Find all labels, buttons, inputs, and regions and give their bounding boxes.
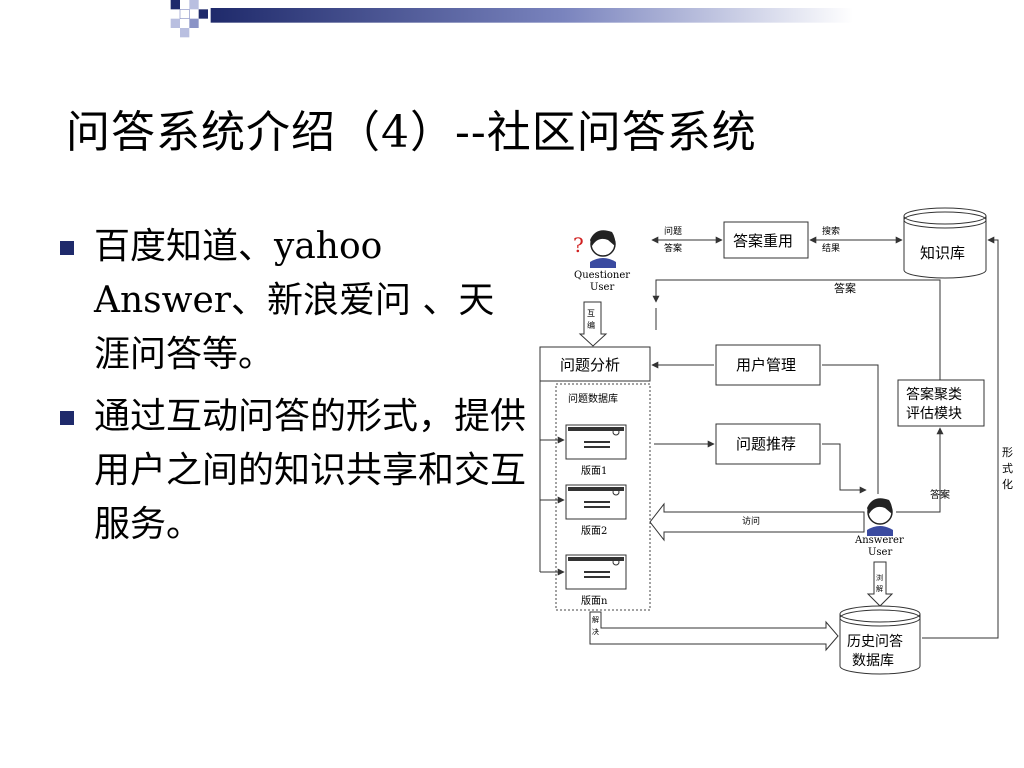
question-mark: ? (573, 233, 584, 257)
board-n-label: 版面n (581, 594, 608, 607)
clustering-label-1: 答案聚类 (906, 386, 962, 403)
board-to-history-arrow (589, 611, 839, 652)
community-qa-diagram: ? Questioner User 互 编 问题分析 问题数据库 版面1 版面2… (539, 207, 1013, 675)
bullet-list: 百度知道、yahoo Answer、新浪爱问 、天涯问答等。 通过互动问答的形式… (58, 220, 528, 560)
answerer-down-label-1: 浏 (876, 573, 883, 582)
board-2 (565, 484, 627, 520)
visit-arrow (649, 502, 865, 542)
visit-edge-label: 访问 (742, 515, 760, 527)
history-db-cylinder (839, 605, 921, 675)
clustering-box (897, 379, 985, 427)
answer-top-edge-label: 答案 (834, 281, 856, 295)
bullet-item: 百度知道、yahoo Answer、新浪爱问 、天涯问答等。 (58, 220, 528, 382)
questioner-label: Questioner (574, 270, 630, 281)
questioner-user-icon (590, 230, 616, 268)
answerer-user-label: User (868, 547, 892, 558)
knowledge-base-cylinder (903, 207, 987, 279)
history-db-label-1: 历史问答 (847, 633, 903, 650)
board-1-label: 版面1 (581, 464, 607, 477)
bullet-item: 通过互动问答的形式，提供用户之间的知识共享和交互服务。 (58, 390, 528, 552)
questioner-user-label: User (590, 282, 614, 293)
submit-edge-label-1: 互 (587, 309, 595, 318)
bullet-text: 百度知道、yahoo Answer、新浪爱问 、天涯问答等。 (94, 226, 495, 375)
submit-arrow (578, 301, 608, 347)
board-n (565, 554, 627, 590)
answer-right-edge-label: 答案 (930, 488, 950, 501)
knowledge-base-label: 知识库 (920, 244, 965, 262)
bullet-text: 通过互动问答的形式，提供用户之间的知识共享和交互服务。 (94, 396, 527, 545)
search-edge-label-1: 搜索 (822, 225, 840, 237)
top-decoration (170, 0, 854, 38)
answerer-down-label-2: 解 (876, 584, 883, 593)
answer-reuse-box (723, 221, 809, 259)
qa-edge-label-2: 答案 (664, 242, 682, 254)
submit-edge-label-2: 编 (587, 320, 595, 330)
board-down-label-2: 决 (592, 627, 599, 636)
slide-title: 问答系统介绍（4）--社区问答系统 (66, 107, 757, 158)
formalize-label-2: 式 (1002, 462, 1013, 475)
user-management-label: 用户管理 (736, 356, 796, 374)
answerer-down-arrow (866, 561, 894, 607)
board-2-label: 版面2 (581, 524, 607, 537)
clustering-label-2: 评估模块 (906, 406, 962, 422)
board-1 (565, 424, 627, 460)
formalize-label-3: 化 (1002, 477, 1013, 491)
board-down-label-1: 解 (592, 615, 599, 624)
answerer-label: Answerer (854, 535, 904, 546)
answer-reuse-label: 答案重用 (733, 232, 793, 250)
answerer-user-icon (867, 498, 893, 536)
bullet-square-icon (60, 241, 74, 255)
question-db-label: 问题数据库 (568, 392, 618, 405)
question-analysis-box (539, 346, 651, 382)
user-management-box (715, 344, 821, 386)
formalize-label-1: 形 (1002, 446, 1013, 459)
question-recommend-label: 问题推荐 (736, 435, 796, 453)
qa-edge-label-1: 问题 (664, 225, 682, 237)
history-db-label-2: 数据库 (852, 653, 894, 669)
bullet-square-icon (60, 411, 74, 425)
question-analysis-label: 问题分析 (560, 356, 620, 374)
question-recommend-box (715, 423, 821, 465)
search-edge-label-2: 结果 (822, 242, 840, 254)
